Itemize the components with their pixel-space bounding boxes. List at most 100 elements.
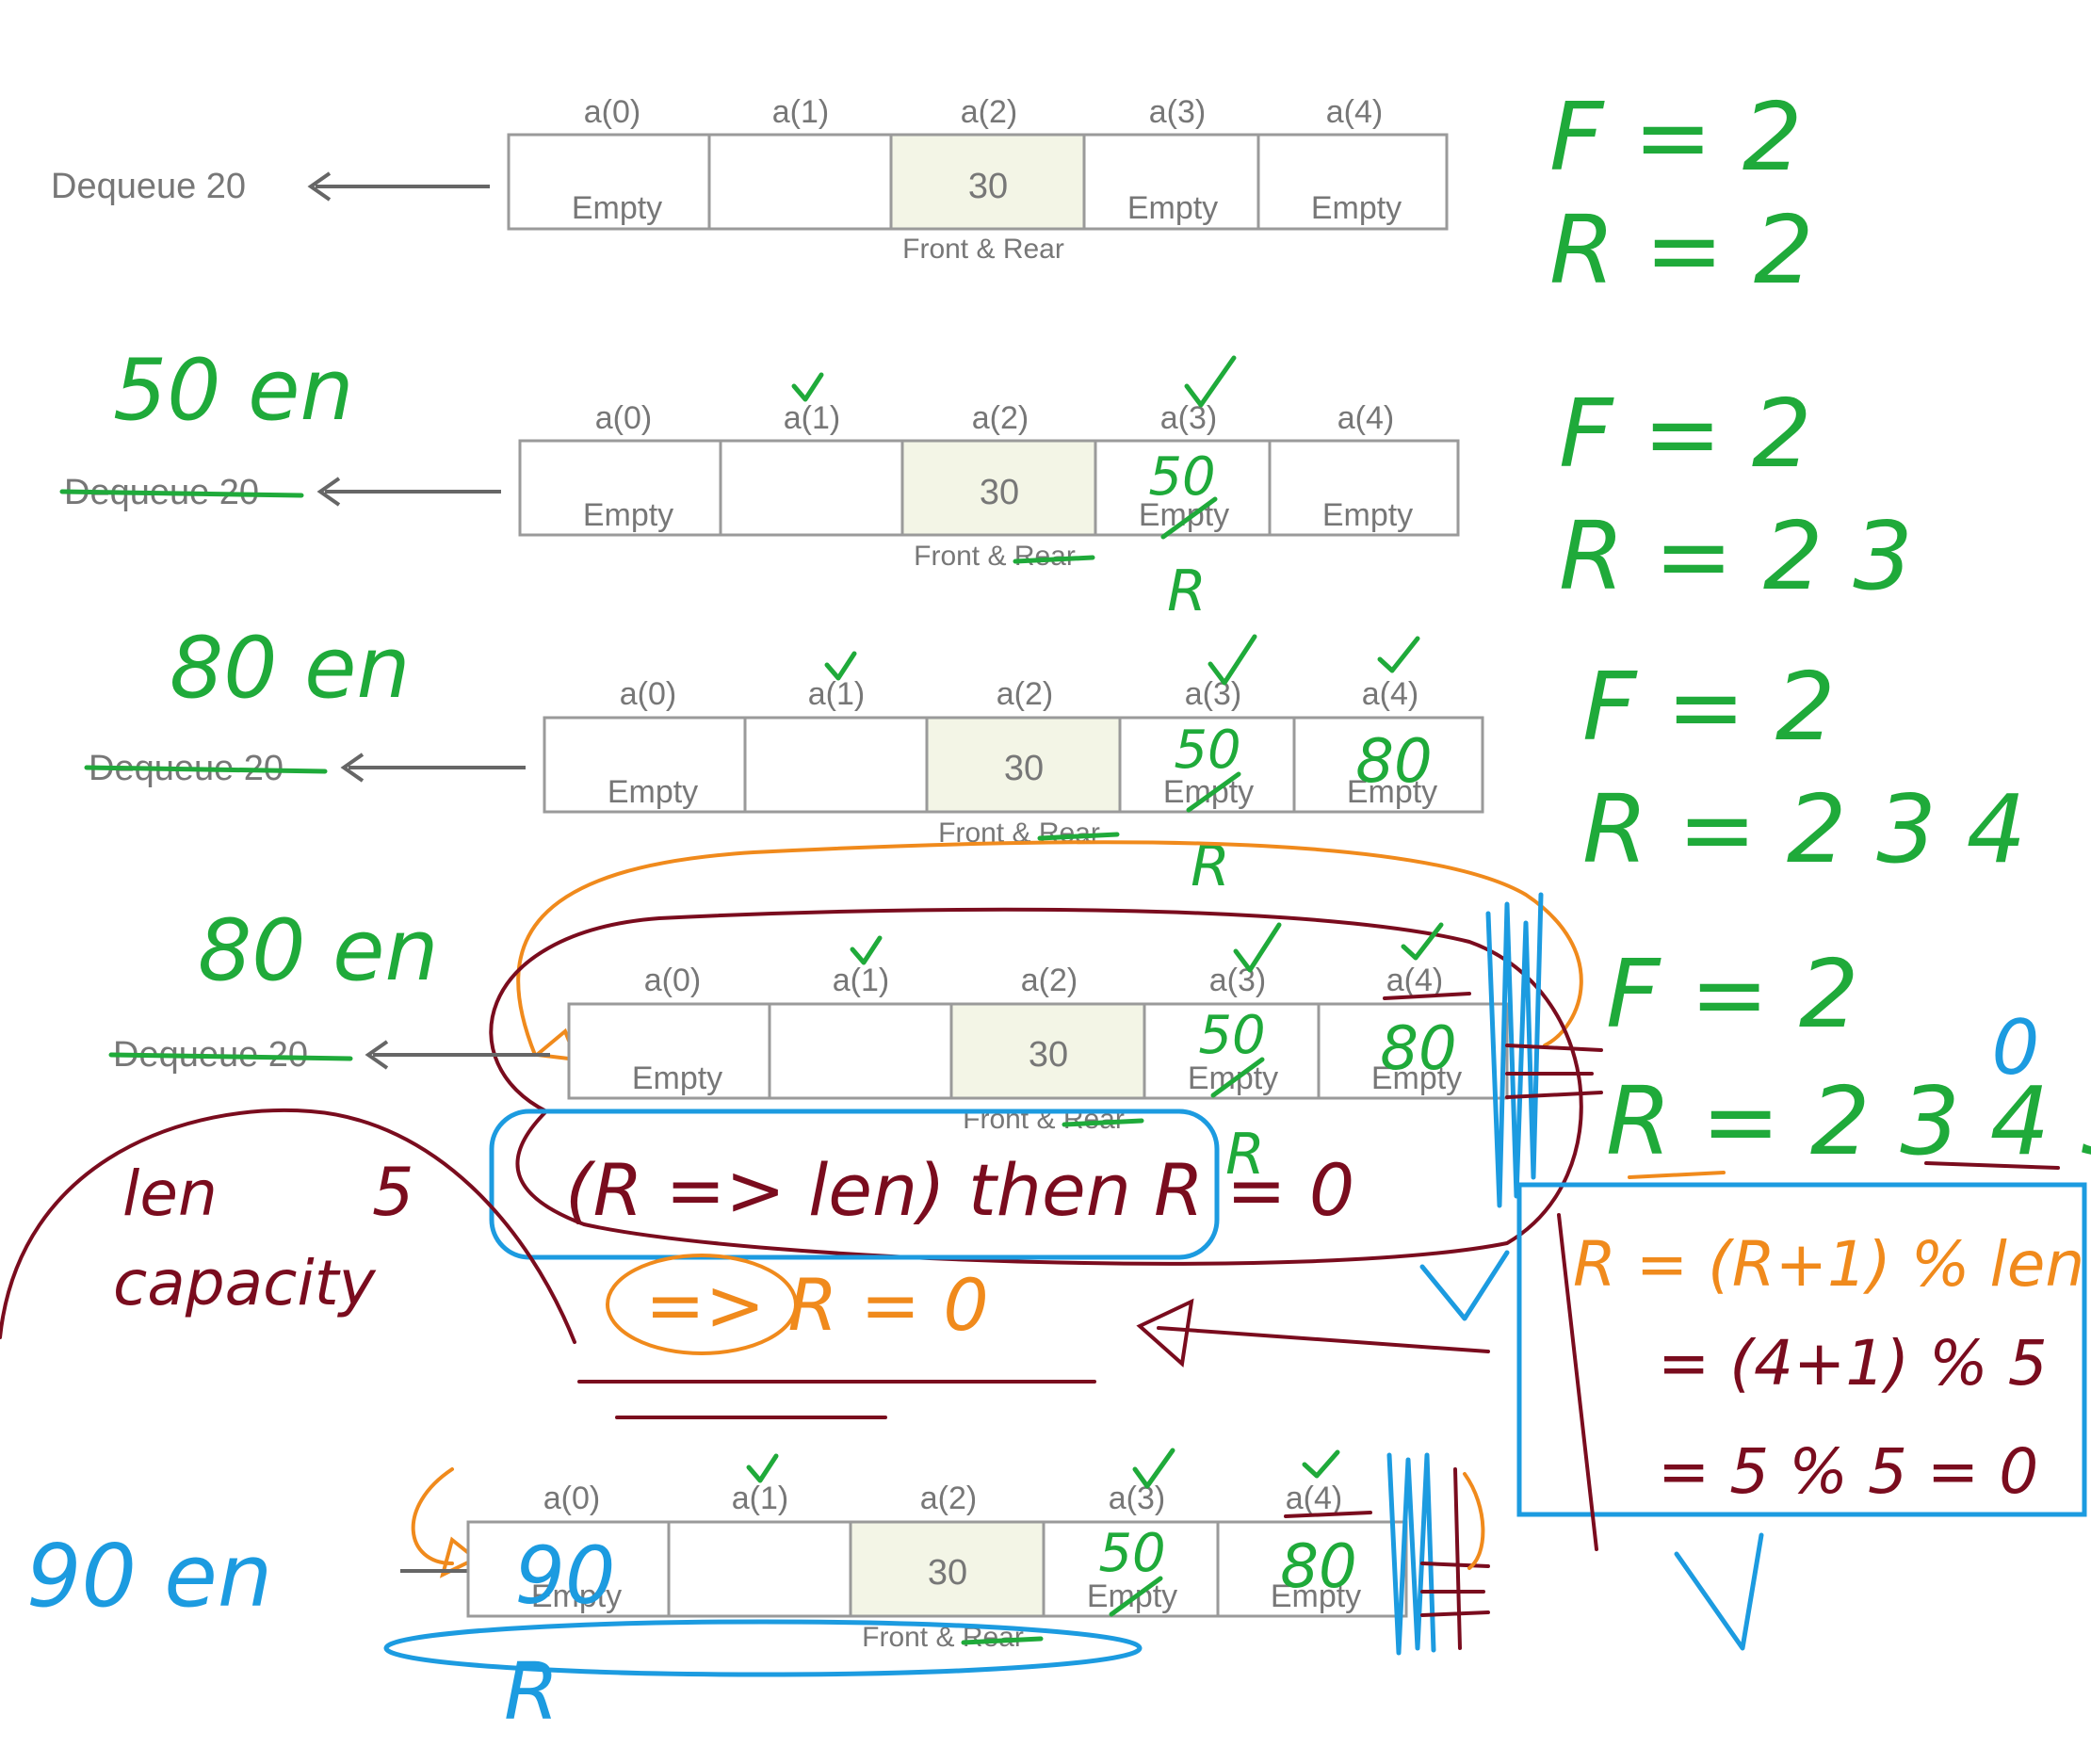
cell-value: Empty [583,497,673,533]
check-icon [1208,634,1257,686]
capacity-wall [1386,1452,1436,1656]
index-label: a(4) [1386,963,1443,998]
arrow-head [316,477,341,507]
check-icon [1377,636,1420,673]
index-label: a(2) [1021,963,1078,998]
array-cell [567,1002,771,1100]
check-icon [1233,922,1282,973]
check-icon [791,372,824,402]
arrow-head [340,753,365,783]
implies-circle [606,1254,798,1355]
strike-line [59,489,304,498]
underline [1383,992,1471,1000]
queue-row-1: Dequeue 20 a(0) a(1) a(2) a(3) a(4) Empt… [51,82,1813,305]
strike-line [108,1052,353,1061]
formula-line: = (4+1) % 5 [1658,1327,2048,1400]
len-value: 5 [372,1154,414,1231]
strike-line [1062,1118,1144,1127]
queue-row-3: 80 en Dequeue 20 a(0) a(1) a(2) a(3) a(4… [84,619,2026,899]
index-label: a(0) [595,400,652,436]
wrap-arrow [411,1467,454,1565]
array-cell [543,716,747,814]
index-label: a(2) [920,1481,977,1516]
formula-line: R = (R+1) % len [1573,1228,2084,1301]
arrow-head [439,1536,479,1578]
front-value: F = 2 [1549,82,1803,192]
rear-new-value: 0 [1992,1004,2040,1092]
rear-marker: R [1167,558,1207,624]
rear-marker: R [504,1645,559,1738]
cell-value: 30 [968,167,1008,206]
array-cell [667,1520,852,1618]
strike-line [1160,496,1218,540]
cell-value: Empty [1371,1060,1462,1096]
check-icon [1674,1532,1764,1651]
wrap-loop [489,907,1583,1266]
enqueue-note: 80 en [198,901,439,1000]
highlight-arc [383,1619,1143,1677]
array-cell [1317,1002,1509,1100]
array-cell [1216,1520,1408,1618]
index-label: a(1) [833,963,889,998]
array-cell [743,716,929,814]
cell-value: Empty [1347,774,1437,810]
arrow-head [1136,1298,1194,1368]
strike-line [1109,1576,1163,1617]
array-cell-front [949,1002,1146,1100]
check-icon [1184,355,1237,408]
written-value: 50 [1098,1523,1165,1584]
rear-value: R = 2 3 4 5 [1606,1066,2091,1176]
array-cell [1268,439,1460,537]
written-value: 90 [515,1529,616,1622]
cell-value: Empty [1322,497,1413,533]
array-cell-front [889,133,1086,231]
rear-marker: R [1225,1122,1265,1188]
check-icon [1401,922,1444,961]
dequeue-label: Dequeue 20 [51,167,246,206]
underline [1284,1511,1372,1518]
array-cell-front [849,1520,1046,1618]
written-value: 50 [1174,720,1240,781]
wrap-arrow [1463,1472,1485,1570]
written-value: 50 [1148,446,1215,508]
index-label: a(4) [1326,94,1383,130]
index-label: a(3) [1109,1481,1165,1516]
index-label: a(0) [543,1481,600,1516]
rear-value: R = 2 3 [1559,501,1913,611]
capacity-label: capacity [113,1247,377,1319]
front-value: F = 2 [1559,379,1812,489]
strike-line [961,1636,1044,1645]
index-label: a(1) [732,1481,788,1516]
orange-note: => R = 0 [645,1263,989,1347]
formula-panel: R = (R+1) % len = (4+1) % 5 = 5 % 5 = 0 [1419,1182,2087,1651]
index-label: a(2) [997,676,1053,712]
queue-row-4: 80 en Dequeue 20 a(0) a(1) a(2) a(3) a(4… [108,840,2091,1266]
check-icon [1132,1448,1175,1489]
rear-value: R = 2 3 4 [1582,774,2026,884]
cell-value: 30 [980,473,1019,512]
strike-line [84,765,328,774]
pointer-label: Front & Rear [914,541,1076,572]
cell-value: Empty [531,1578,622,1614]
queue-row-5: 90 en a(0) a(1) a(2) a(3) a(4) Empty 30 … [26,1448,1490,1738]
array-cell [466,1520,671,1618]
arrow-head [365,1040,389,1070]
array-cell [1094,439,1272,537]
cell-value: Empty [1271,1578,1361,1614]
written-value: 80 [1355,727,1432,797]
index-label: a(0) [584,94,640,130]
wall-marks [1420,1467,1490,1650]
array-cell [1082,133,1260,231]
index-label: a(4) [1286,1481,1342,1516]
rear-value: R = 2 [1549,195,1813,305]
check-icon [1419,1250,1510,1321]
front-value: F = 2 [1606,939,1859,1049]
check-icon [850,935,883,965]
written-value: 80 [1380,1014,1456,1084]
condition-box [489,1109,1220,1260]
margin-line [1557,1213,1598,1551]
index-label: a(3) [1185,676,1241,712]
cell-value: Empty [632,1060,722,1096]
strike-line [1037,832,1120,841]
written-value: 80 [1280,1532,1356,1602]
